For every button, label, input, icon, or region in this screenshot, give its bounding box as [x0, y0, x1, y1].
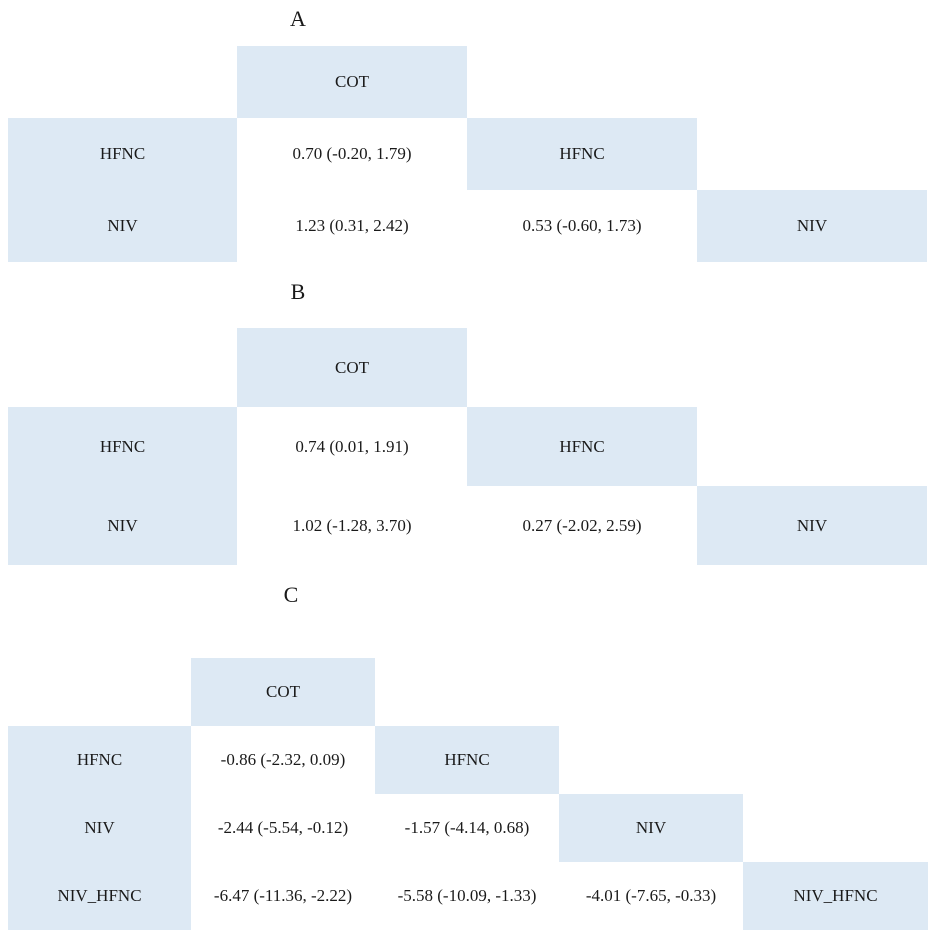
panel-label: B — [290, 279, 306, 304]
comparison-niv-hfnc-vs-niv: -4.01 (-7.65, -0.33) — [585, 886, 717, 905]
comparison-niv-hfnc-vs-hfnc: -5.58 (-10.09, -1.33) — [397, 886, 537, 905]
treatment-header-hfnc: HFNC — [467, 118, 697, 190]
panel-label: A — [290, 6, 306, 31]
comparison-niv-vs-hfnc: -1.57 (-4.14, 0.68) — [404, 818, 530, 837]
treatment-header-cot: COT — [191, 658, 375, 726]
treatment-header-cot: COT — [237, 328, 467, 407]
treatment-header-niv: NIV — [697, 190, 927, 262]
row-label-niv-hfnc: NIV_HFNC — [8, 862, 191, 930]
comparison-niv-vs-cot: 1.23 (0.31, 2.42) — [295, 216, 409, 235]
comparison-hfnc-vs-cot: 0.70 (-0.20, 1.79) — [292, 144, 412, 163]
comparison-niv-vs-cot: 1.02 (-1.28, 3.70) — [292, 515, 412, 535]
comparison-niv-hfnc-vs-cot: -6.47 (-11.36, -2.22) — [213, 886, 353, 905]
comparison-hfnc-vs-cot: 0.74 (0.01, 1.91) — [295, 436, 409, 456]
row-label-niv: NIV — [8, 794, 191, 862]
comparison-niv-vs-cot: -2.44 (-5.54, -0.12) — [217, 818, 349, 837]
row-label-niv: NIV — [8, 190, 237, 262]
treatment-header-cot: COT — [237, 46, 467, 118]
treatment-header-hfnc: HFNC — [375, 726, 559, 794]
panel-label: C — [283, 582, 299, 607]
comparison-hfnc-vs-cot: -0.86 (-2.32, 0.09) — [220, 750, 346, 769]
treatment-header-niv-hfnc: NIV_HFNC — [743, 862, 928, 930]
comparison-niv-vs-hfnc: 0.27 (-2.02, 2.59) — [522, 515, 642, 535]
row-label-niv: NIV — [8, 486, 237, 565]
comparison-niv-vs-hfnc: 0.53 (-0.60, 1.73) — [522, 216, 642, 235]
row-label-hfnc: HFNC — [8, 118, 237, 190]
row-label-hfnc: HFNC — [8, 726, 191, 794]
row-label-hfnc: HFNC — [8, 407, 237, 486]
treatment-header-niv: NIV — [697, 486, 927, 565]
treatment-header-hfnc: HFNC — [467, 407, 697, 486]
treatment-header-niv: NIV — [559, 794, 743, 862]
